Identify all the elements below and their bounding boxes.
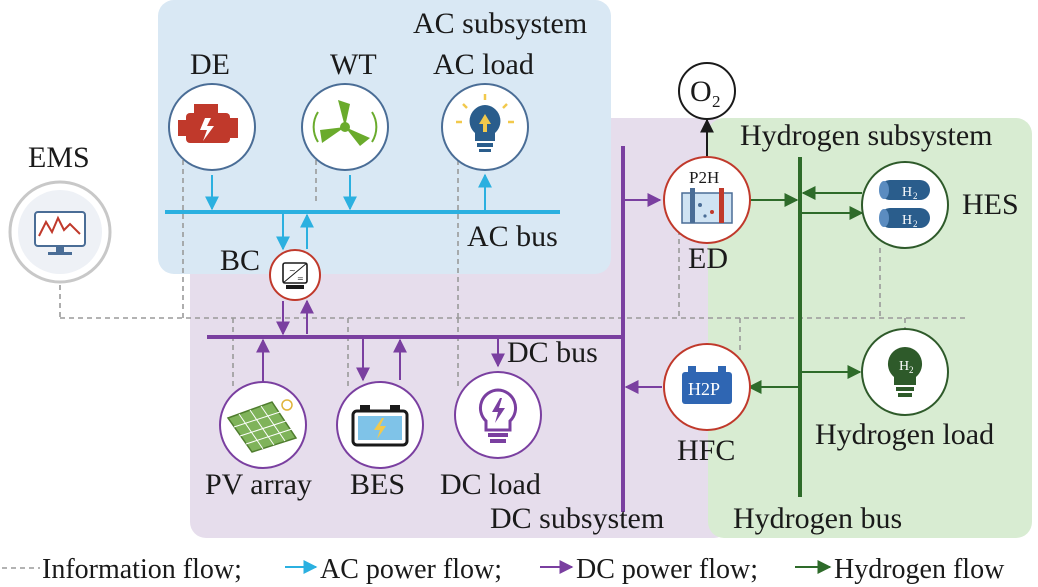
hfc-label: HFC xyxy=(677,434,735,467)
legend: Information flow; AC power flow; DC powe… xyxy=(2,554,1005,585)
battery-icon xyxy=(351,405,409,447)
ems-label: EMS xyxy=(28,141,90,174)
dc-bus-label: DC bus xyxy=(507,336,598,369)
ed-label: ED xyxy=(688,242,728,275)
hydrogen-tank-icon xyxy=(879,180,930,228)
h2p-label: H2P xyxy=(688,379,720,399)
de-node[interactable] xyxy=(168,83,256,171)
svg-text:=: = xyxy=(297,274,304,283)
wt-node[interactable] xyxy=(301,83,389,171)
legend-hydrogen-flow: Hydrogen flow xyxy=(834,554,1005,585)
dc-load-label: DC load xyxy=(440,468,541,501)
o2-node[interactable] xyxy=(678,62,736,120)
hydrogen-bulb-icon xyxy=(887,346,923,397)
de-label: DE xyxy=(190,48,230,81)
dc-load-node[interactable] xyxy=(454,371,542,459)
dc-subsystem-title: DC subsystem xyxy=(490,502,664,535)
svg-text:~: ~ xyxy=(289,266,296,275)
hes-h2-top: H xyxy=(902,185,912,200)
legend-ac-flow: AC power flow; xyxy=(320,554,502,585)
legend-info-flow: Information flow; xyxy=(42,554,242,585)
hfc-node[interactable] xyxy=(663,343,751,431)
legend-dc-flow: DC power flow; xyxy=(576,554,758,585)
hydrogen-bus-label: Hydrogen bus xyxy=(733,502,902,535)
ac-bus-label: AC bus xyxy=(467,220,558,253)
lightbulb-icon xyxy=(456,94,514,152)
ac-subsystem-title: AC subsystem xyxy=(413,7,587,40)
hes-node[interactable] xyxy=(861,161,949,249)
ac-load-node[interactable] xyxy=(441,83,529,171)
hes-h2-bottom: H xyxy=(902,213,912,228)
ed-node[interactable] xyxy=(663,156,751,244)
o2-label: O xyxy=(690,75,712,108)
hes-h2-top-sub: 2 xyxy=(913,191,918,201)
electrolyzer-icon xyxy=(681,188,733,224)
bes-node[interactable] xyxy=(336,381,424,469)
hydrogen-load-node[interactable] xyxy=(861,328,949,416)
o2-subscript: 2 xyxy=(712,92,721,111)
hes-label: HES xyxy=(962,188,1019,221)
bc-label: BC xyxy=(220,244,260,277)
fuel-cell-icon xyxy=(682,366,732,404)
solar-panel-icon xyxy=(226,399,298,453)
bes-label: BES xyxy=(350,468,405,501)
information-flow-lines xyxy=(59,160,968,388)
pv-array-node[interactable] xyxy=(219,381,307,469)
converter-icon: ~ = xyxy=(282,262,308,289)
hydrogen-subsystem-title: Hydrogen subsystem xyxy=(740,119,992,152)
hydrogen-subsystem-region xyxy=(708,118,1032,538)
ems-node[interactable] xyxy=(8,180,112,284)
p2h-label: P2H xyxy=(689,168,719,187)
hydrogen-load-h2-sub: 2 xyxy=(909,365,914,375)
hydrogen-load-label: Hydrogen load xyxy=(815,418,994,451)
pv-array-label: PV array xyxy=(205,468,312,501)
wt-label: WT xyxy=(330,48,377,81)
ac-load-label: AC load xyxy=(433,48,534,81)
engine-icon xyxy=(178,104,238,143)
lightbulb-bolt-icon xyxy=(478,388,518,443)
monitor-icon xyxy=(34,211,86,255)
hydrogen-load-h2: H xyxy=(899,359,909,374)
wind-turbine-icon xyxy=(312,100,378,146)
hes-h2-bottom-sub: 2 xyxy=(913,219,918,229)
bc-node[interactable]: ~ = xyxy=(269,249,321,301)
